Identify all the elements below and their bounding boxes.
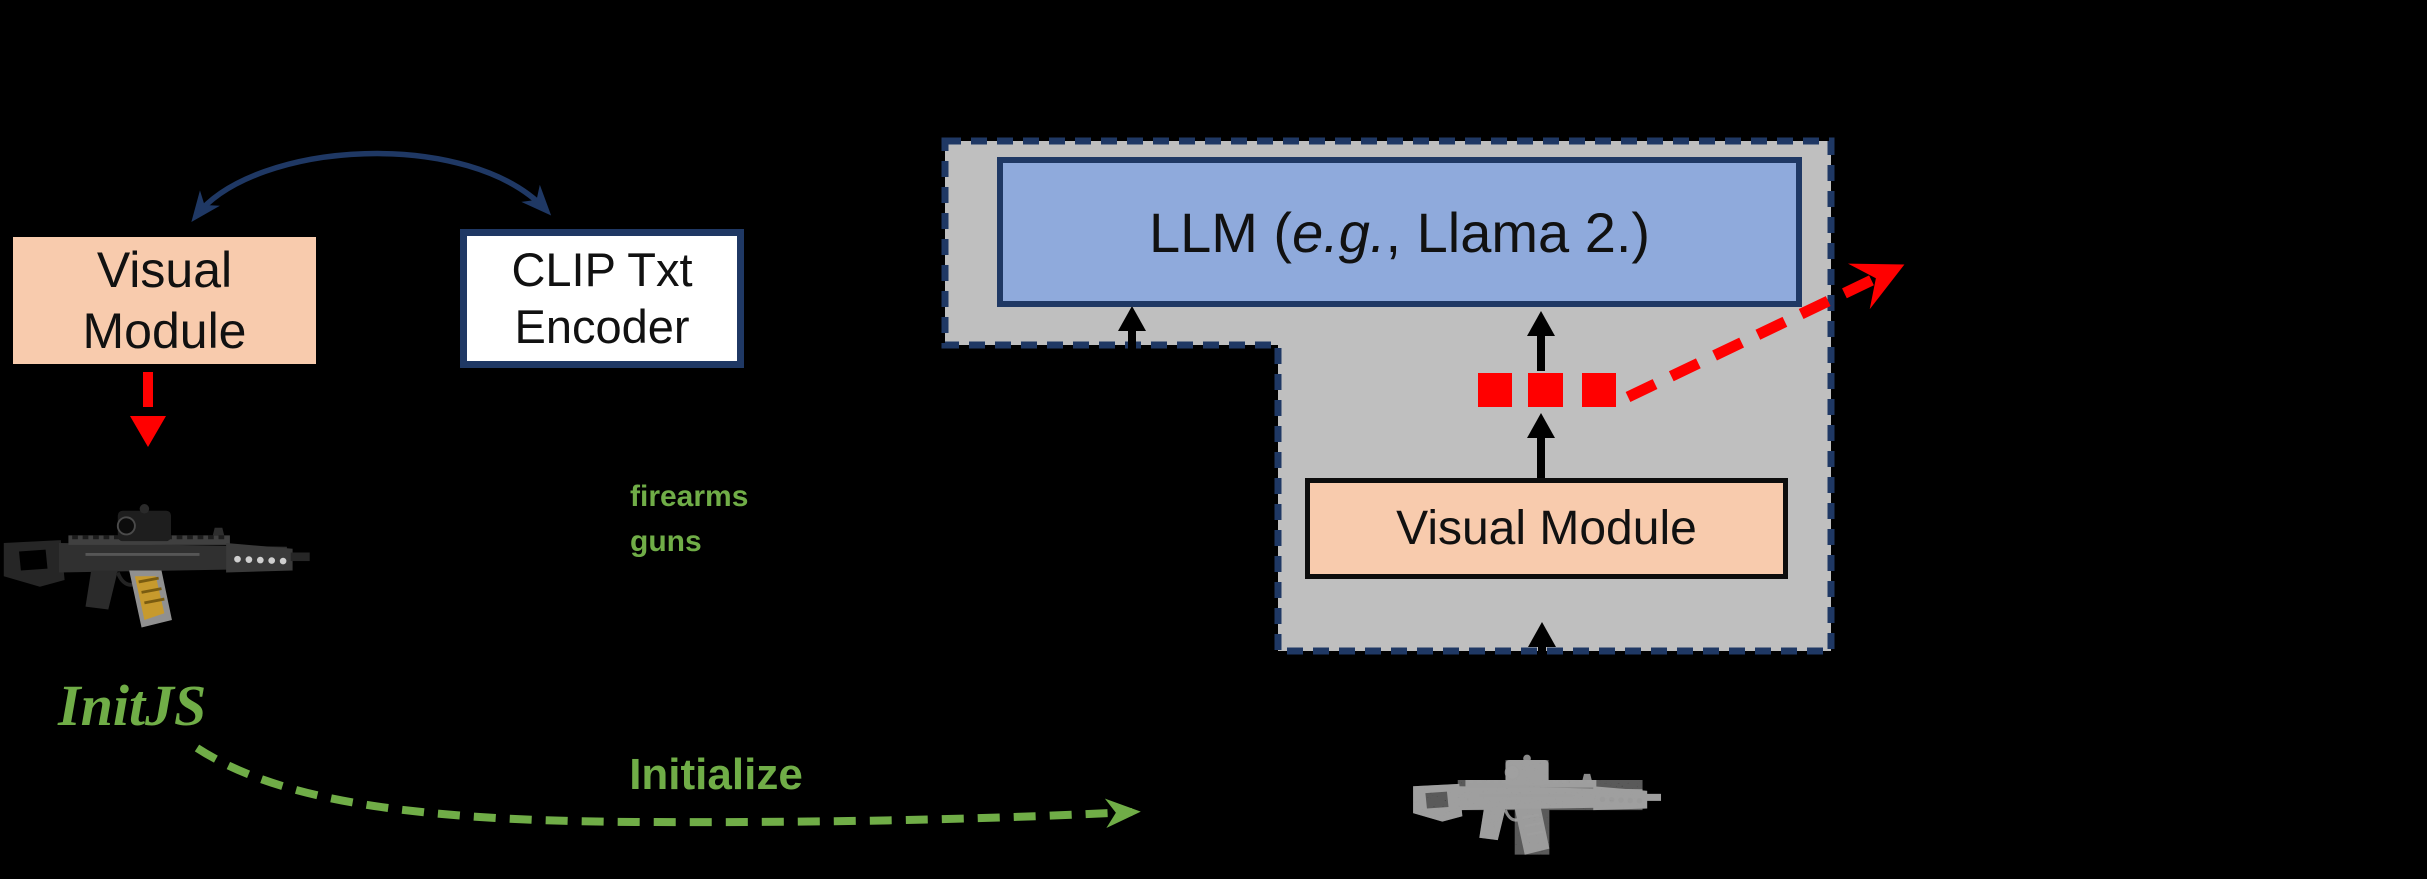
embedding-tokens [1478, 373, 1616, 407]
llm-label-suffix: , Llama 2.) [1385, 200, 1651, 264]
keyword-firearms: firearms [630, 480, 749, 513]
text-to-llm-arrow [1118, 306, 1146, 352]
image-to-module-arrow [1528, 622, 1556, 742]
embedding-token [1582, 373, 1616, 407]
initialize-arrow [194, 744, 1141, 828]
llm-label-eg: e.g. [1292, 200, 1386, 264]
keyword-guns: guns [630, 525, 702, 558]
visual-module-box-right: Visual Module [1305, 478, 1788, 579]
tokens-to-llm-arrow [1527, 311, 1555, 371]
adversarial-output-arrow [1625, 263, 1905, 402]
embedding-token [1478, 373, 1512, 407]
rifle-image [1, 502, 312, 630]
visual-module-left-label: Visual Module [82, 241, 247, 359]
initialize-label: Initialize [629, 750, 803, 799]
embedding-token [1528, 373, 1563, 407]
module-to-tokens-arrow [1527, 413, 1555, 478]
clip-text-encoder-box: CLIP Txt Encoder [460, 229, 744, 368]
initjs-label: InitJS [58, 673, 207, 738]
bidirectional-arrow [191, 150, 552, 222]
visual-module-right-label: Visual Module [1396, 502, 1697, 555]
llm-box: LLM (e.g., Llama 2.) [997, 157, 1802, 307]
llm-label-prefix: LLM ( [1148, 200, 1293, 264]
visual-input-arrow [130, 372, 166, 447]
adversarial-rifle-image [1411, 753, 1663, 857]
clip-text-encoder-label: CLIP Txt Encoder [511, 243, 693, 353]
visual-module-box-left: Visual Module [13, 237, 316, 364]
